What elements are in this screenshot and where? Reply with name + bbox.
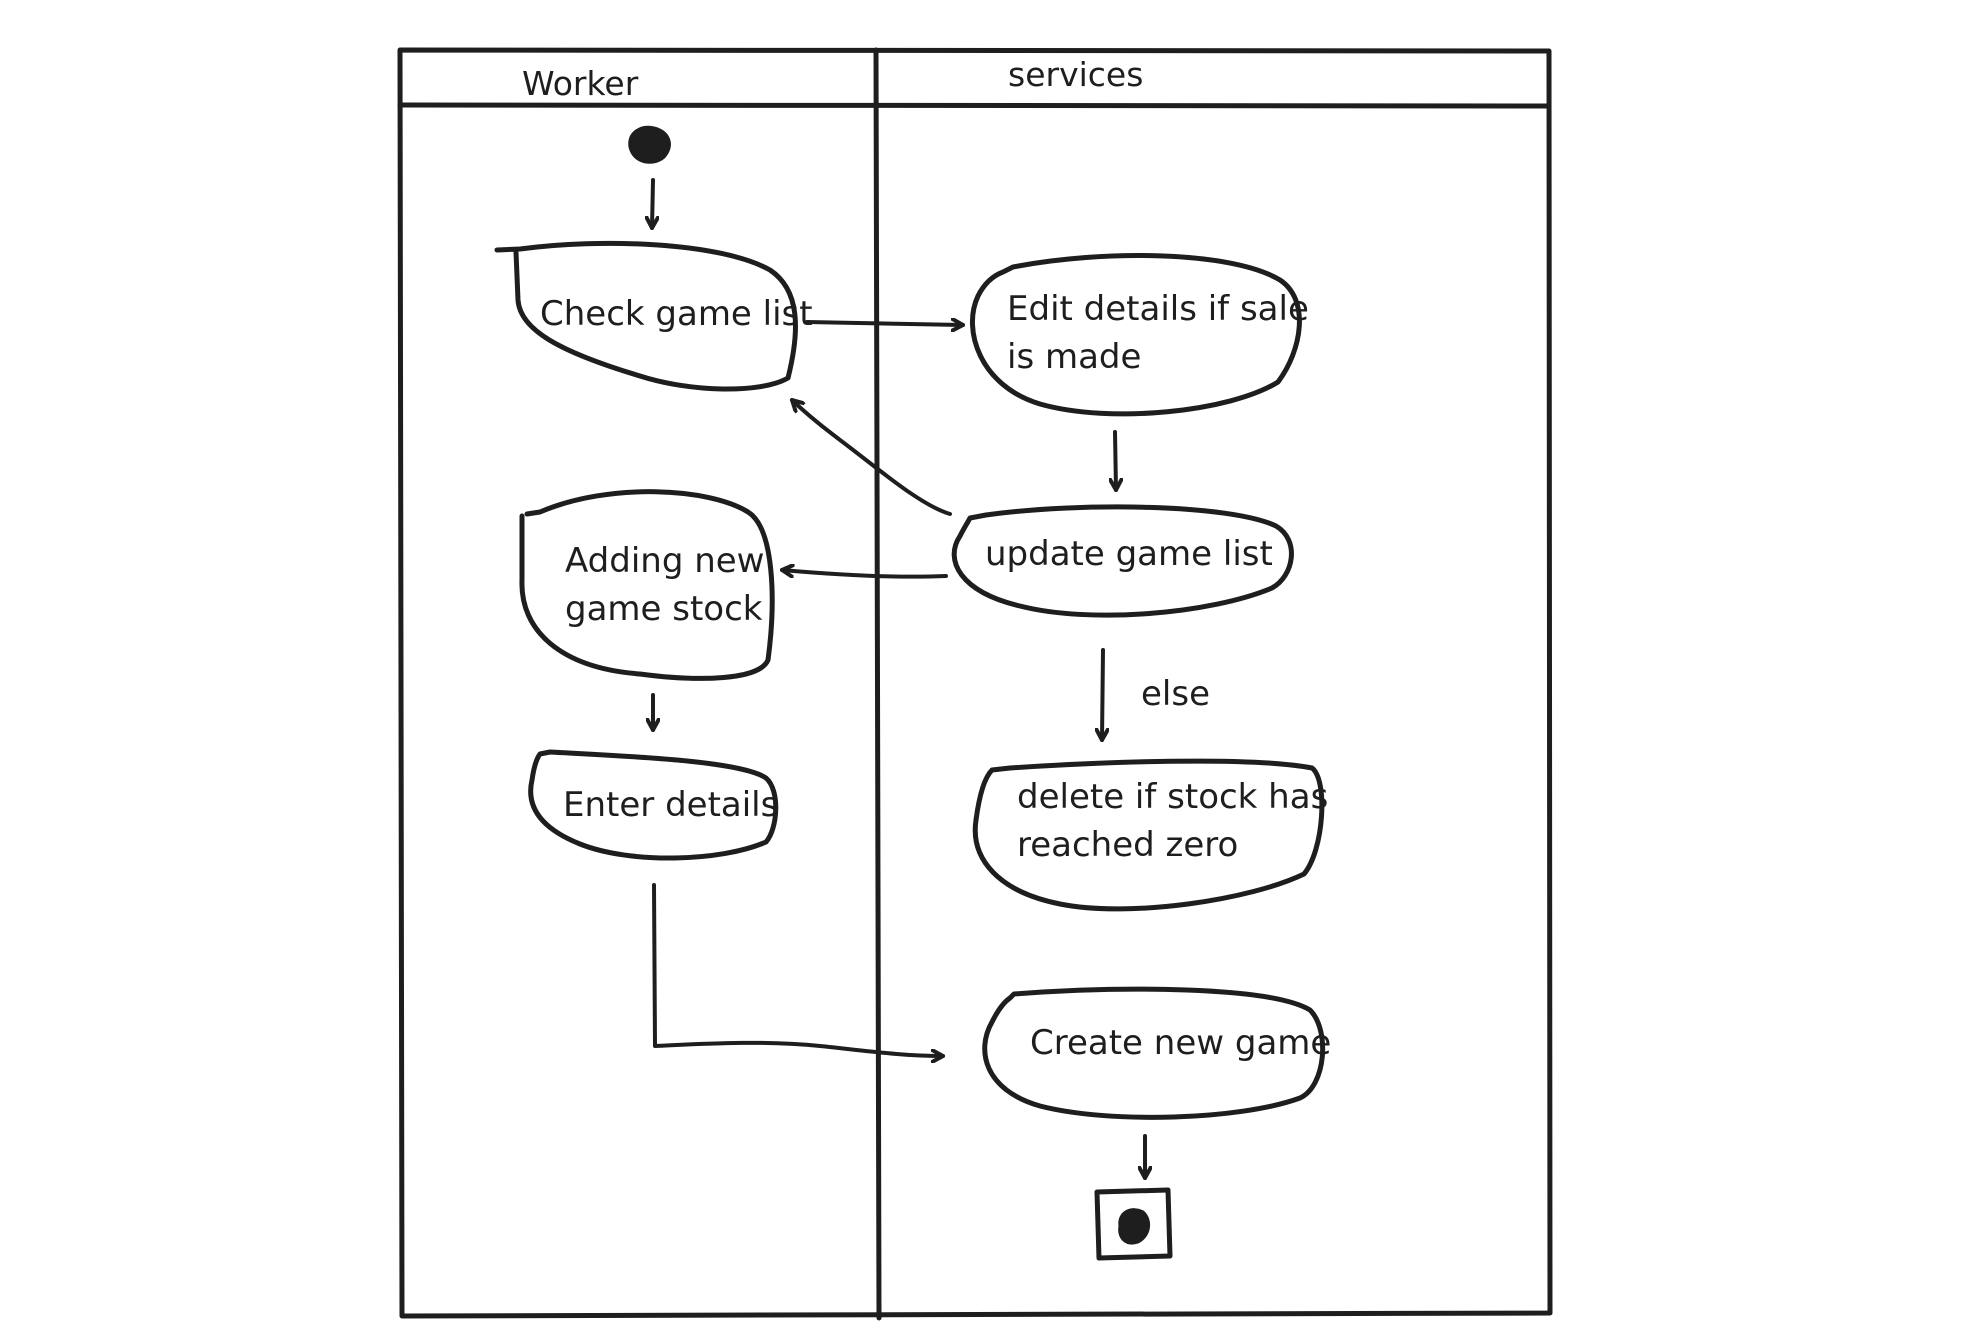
edge-start-to-check	[652, 178, 653, 230]
edge-update-to-check	[790, 398, 952, 516]
node-label: delete if stock has	[1017, 777, 1328, 817]
node-edit-details: Edit details if sale is made	[969, 253, 1309, 417]
node-label: Edit details if sale	[1007, 289, 1309, 329]
node-label: reached zero	[1017, 825, 1238, 865]
node-label: update game list	[985, 534, 1273, 574]
node-label: Enter details	[563, 785, 778, 825]
edge-edit-to-update	[1115, 430, 1116, 492]
node-label: Check game list	[540, 294, 813, 334]
node-label: is made	[1007, 337, 1141, 377]
lane-header-worker: Worker	[522, 64, 639, 103]
edge-update-to-adding	[780, 570, 948, 579]
edge-label-else: else	[1141, 674, 1210, 714]
node-check-game-list: Check game list	[494, 240, 813, 392]
node-adding-new-game-stock: Adding new game stock	[519, 489, 775, 681]
end-node	[1094, 1187, 1173, 1261]
node-enter-details: Enter details	[528, 749, 778, 861]
edges	[652, 178, 1145, 1180]
node-update-game-list: update game list	[951, 504, 1294, 618]
edge-check-to-edit	[805, 322, 965, 325]
edge-update-to-delete	[1102, 648, 1103, 742]
node-label: Adding new	[565, 541, 764, 581]
lane-header-services: services	[1008, 55, 1143, 94]
edge-enter-to-create	[652, 883, 945, 1056]
start-node	[628, 125, 671, 164]
node-create-new-game: Create new game	[982, 986, 1331, 1120]
node-label: game stock	[565, 589, 763, 629]
node-label: Create new game	[1030, 1023, 1331, 1063]
node-delete-if-zero: delete if stock has reached zero	[972, 758, 1328, 912]
swimlane-frame	[397, 47, 1553, 1321]
